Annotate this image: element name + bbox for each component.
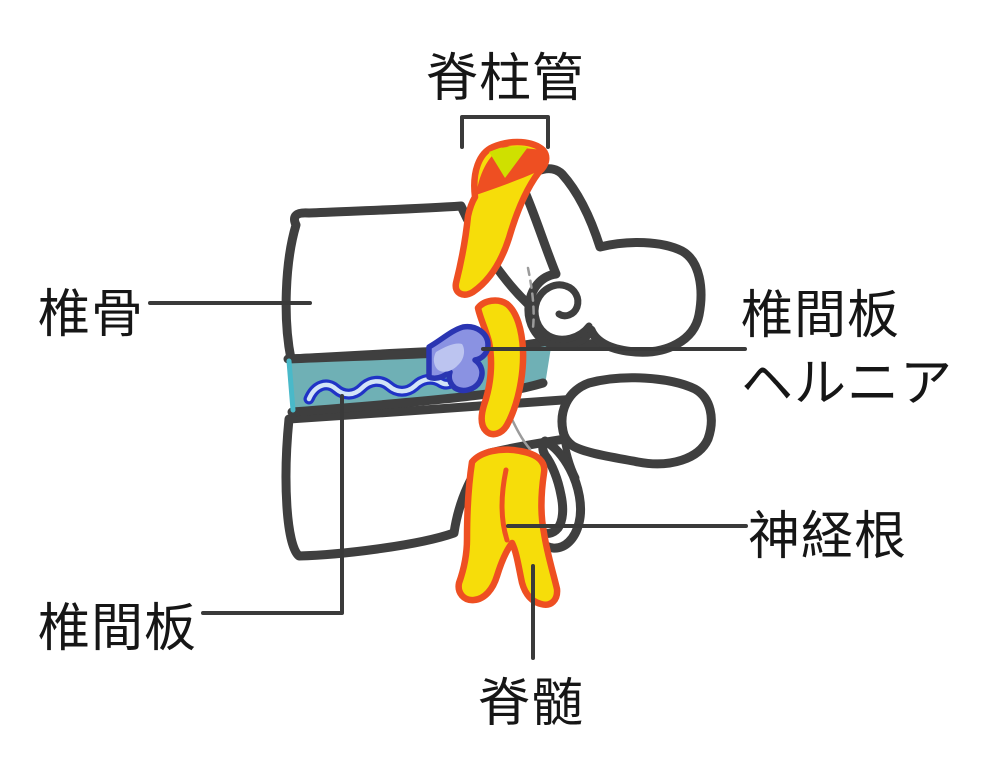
nucleus-track-core xyxy=(306,375,459,402)
label-disc-hernia-line2: ヘルニア xyxy=(741,355,954,413)
label-nerve-root: 神経根 xyxy=(748,508,908,566)
leader-line-disc xyxy=(201,394,344,615)
label-disc-hernia: 椎間板 ヘルニア xyxy=(741,282,953,418)
label-spinal-cord: 脊髄 xyxy=(478,675,585,733)
spinal-canal-bracket xyxy=(460,115,550,149)
upper-nerve-segment xyxy=(452,138,550,298)
upper-arch-shape xyxy=(519,164,706,357)
upper-nerve-highlight xyxy=(489,146,528,178)
label-disc-hernia-line1: 椎間板 xyxy=(741,287,901,345)
label-intervertebral-disc: 椎間板 xyxy=(38,600,198,658)
lower-nerve-crease xyxy=(499,467,510,543)
hernia-highlight xyxy=(433,343,465,372)
canal-sketch-line xyxy=(526,266,535,330)
disc-left-edge xyxy=(286,358,296,413)
middle-arch-shape xyxy=(557,373,716,469)
label-spinal-canal: 脊柱管 xyxy=(426,50,586,108)
label-vertebra: 椎骨 xyxy=(38,286,145,344)
upper-arch-curl xyxy=(531,281,593,343)
